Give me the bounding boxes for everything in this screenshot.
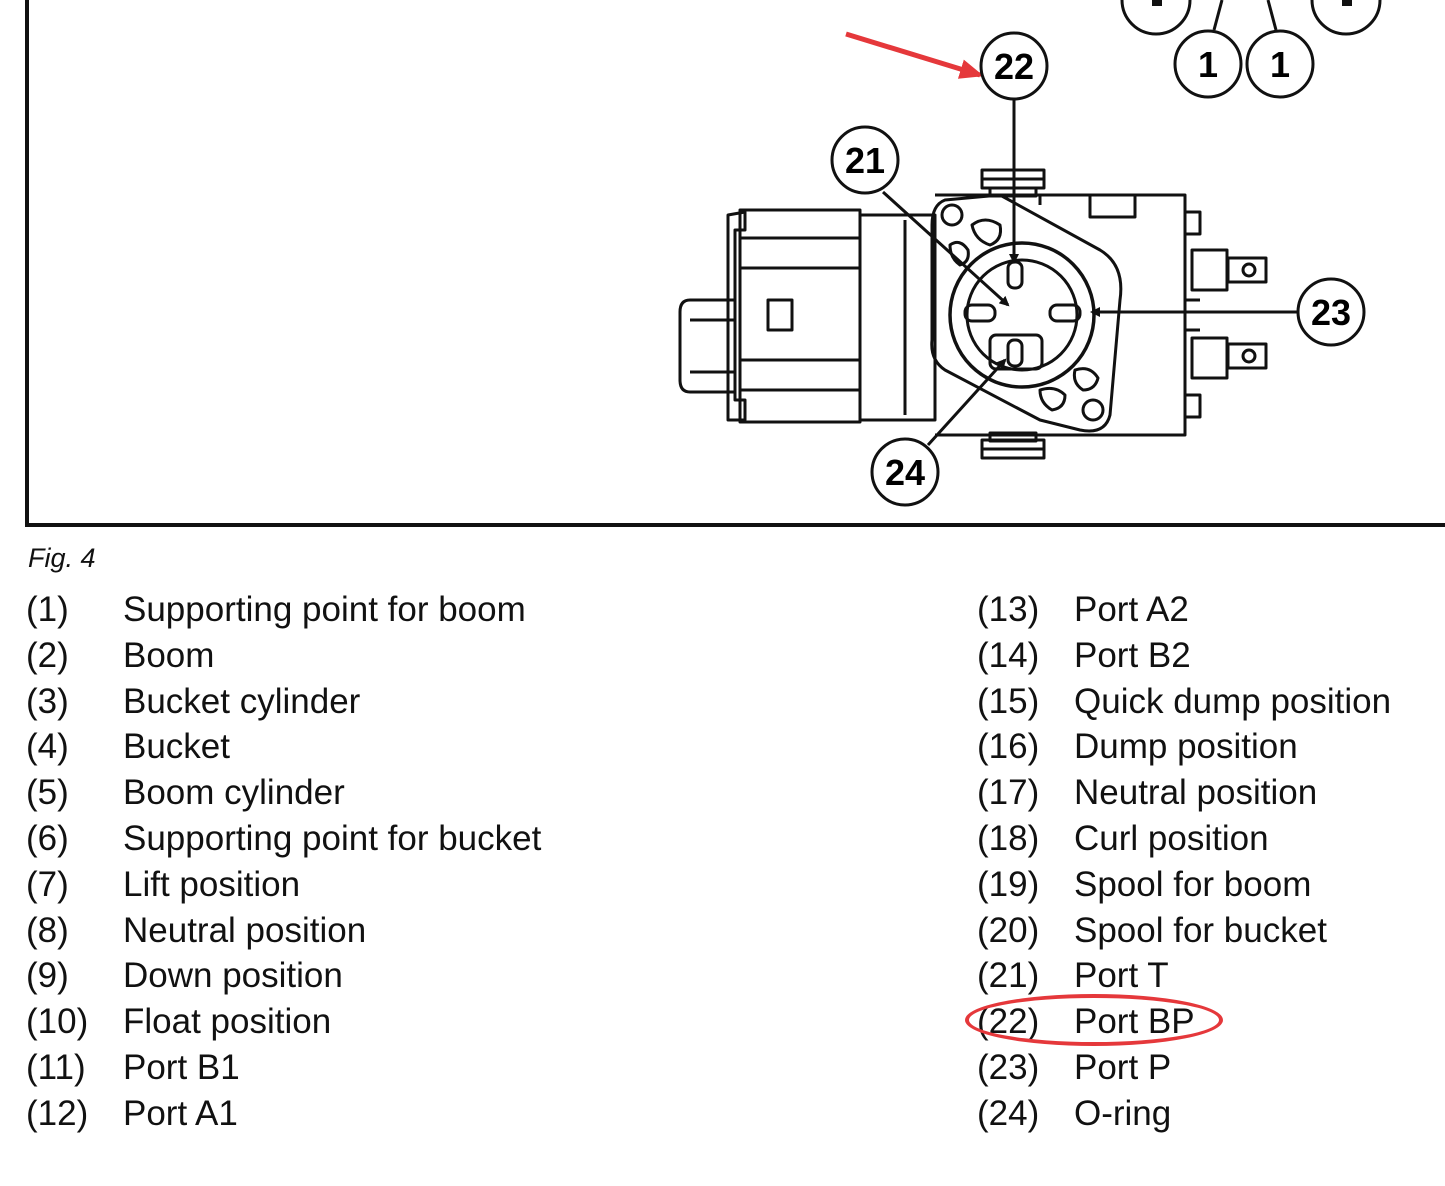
legend-item: (17) Neutral position <box>977 770 1317 816</box>
valve-diagram: 22 21 23 24 1 1 <box>25 0 1445 527</box>
legend-number: (9) <box>26 956 69 996</box>
legend-item: (10) Float position <box>26 999 331 1045</box>
callout-22: 22 <box>979 31 1049 101</box>
figure-caption: Fig. 4 <box>28 543 96 573</box>
legend-label: Port A2 <box>1074 590 1189 629</box>
callout-24: 24 <box>870 437 940 507</box>
legend-number: (8) <box>26 910 69 950</box>
legend-item: (23) Port P <box>977 1045 1171 1091</box>
legend-number: (11) <box>26 1047 86 1087</box>
legend-label: Float position <box>123 1002 332 1042</box>
svg-text:1: 1 <box>1270 44 1290 85</box>
legend-number: (17) <box>977 773 1040 813</box>
legend-label: Down position <box>123 956 343 996</box>
legend-item: (8) Neutral position <box>26 908 366 954</box>
legend-label: O-ring <box>1074 1093 1172 1133</box>
svg-text:22: 22 <box>994 46 1034 87</box>
legend-item: (16) Dump position <box>977 724 1298 770</box>
legend-label: Supporting point for boom <box>123 590 526 629</box>
svg-text:1: 1 <box>1198 44 1218 85</box>
legend-number: (22) <box>977 1002 1040 1042</box>
legend-number: (18) <box>977 818 1040 858</box>
legend-number: (2) <box>26 635 69 675</box>
legend-label: Bucket cylinder <box>123 681 361 721</box>
callout-23: 23 <box>1296 277 1366 347</box>
legend-number: (12) <box>26 1093 89 1133</box>
legend-item: (20) Spool for bucket <box>977 908 1327 954</box>
legend-label: Curl position <box>1074 818 1269 858</box>
legend-number: (19) <box>977 864 1040 904</box>
legend-label: Quick dump position <box>1074 681 1392 721</box>
legend-right-column: (13) Port A2 (14) Port B2 (15) Quick dump pos… <box>977 587 1391 1137</box>
legend-label: Port BP <box>1074 1002 1195 1042</box>
legend-label: Port P <box>1074 1047 1172 1087</box>
svg-text:21: 21 <box>845 140 885 181</box>
legend-item: (12) Port A1 <box>26 1091 238 1137</box>
legend-number: (7) <box>26 864 69 904</box>
legend-label: Supporting point for bucket <box>123 818 542 858</box>
legend-item: (3) Bucket cylinder <box>26 679 360 725</box>
legend-number: (23) <box>977 1047 1040 1087</box>
legend-label: Dump position <box>1074 727 1298 767</box>
legend-label: Bucket <box>123 727 230 767</box>
callout-1-right: 1 <box>1245 29 1315 99</box>
legend-number: (15) <box>977 681 1040 721</box>
legend-item: (2) Boom <box>26 633 214 679</box>
legend-left-column: (1) Supporting point for boom (2) Boom (3) Bu… <box>26 587 541 1137</box>
legend-item: (15) Quick dump position <box>977 679 1391 725</box>
legend-number: (6) <box>26 818 69 858</box>
legend-label: Spool for boom <box>1074 864 1312 904</box>
legend-item: (19) Spool for boom <box>977 862 1311 908</box>
legend-item: (21) Port T <box>977 953 1169 999</box>
legend-item: (11) Port B1 <box>26 1045 240 1091</box>
valve-body <box>678 168 1268 460</box>
legend-label: Boom <box>123 635 215 675</box>
figure-frame: 22 21 23 24 1 1 <box>0 0 1445 530</box>
legend-number: (21) <box>977 956 1040 996</box>
svg-text:23: 23 <box>1311 292 1351 333</box>
legend-item: (9) Down position <box>26 953 343 999</box>
legend-label: Boom cylinder <box>123 773 345 813</box>
legend-number: (24) <box>977 1093 1040 1133</box>
top-right-partial-callouts <box>1120 0 1382 36</box>
legend-number: (5) <box>26 773 69 813</box>
legend-number: (16) <box>977 727 1040 767</box>
legend-item: (22) Port BP <box>977 999 1195 1045</box>
legend-label: Port T <box>1074 956 1169 996</box>
legend-label: Port A1 <box>123 1093 238 1133</box>
legend-number: (3) <box>26 681 69 721</box>
svg-text:24: 24 <box>885 452 925 493</box>
legend-label: Lift position <box>123 864 301 904</box>
legend-number: (20) <box>977 910 1040 950</box>
legend-label: Spool for bucket <box>1074 910 1327 950</box>
annotation-arrow <box>845 31 984 79</box>
legend-label: Neutral position <box>123 910 367 950</box>
legend-item: (1) Supporting point for boom <box>26 587 526 633</box>
legend-item: (6) Supporting point for bucket <box>26 816 541 862</box>
legend-item: (5) Boom cylinder <box>26 770 345 816</box>
legend-item: (13) Port A2 <box>977 587 1189 633</box>
callout-1-left: 1 <box>1173 29 1243 99</box>
legend-item: (18) Curl position <box>977 816 1269 862</box>
legend-number: (14) <box>977 635 1040 675</box>
legend-item: (4) Bucket <box>26 724 230 770</box>
legend-number: (4) <box>26 727 69 767</box>
frame-border <box>25 0 1445 527</box>
legend-label: Port B2 <box>1074 635 1191 675</box>
legend-number: (13) <box>977 590 1040 629</box>
legend-item: (14) Port B2 <box>977 633 1191 679</box>
legend-number: (10) <box>26 1002 89 1042</box>
legend-label: Neutral position <box>1074 773 1318 813</box>
legend-number: (1) <box>26 590 69 629</box>
legend-item: (7) Lift position <box>26 862 300 908</box>
leader-lines <box>881 100 1298 447</box>
legend-item: (24) O-ring <box>977 1091 1171 1137</box>
callout-21: 21 <box>830 125 900 195</box>
legend-label: Port B1 <box>123 1047 240 1087</box>
